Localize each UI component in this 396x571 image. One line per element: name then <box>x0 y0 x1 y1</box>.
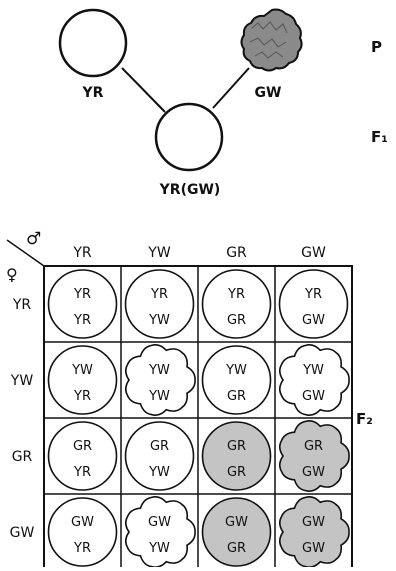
column-header: GW <box>301 245 326 261</box>
round-pea <box>201 345 272 415</box>
punnett-square: YRYRYRYWYRGRYRGWYWYRYWYWYWGRYWGWGRYRGRYW… <box>43 265 353 571</box>
row-header: GR <box>12 449 33 465</box>
generation-p-label: P <box>371 38 382 56</box>
pea-cell: GR YW <box>124 421 195 491</box>
left-parent-link <box>121 67 166 113</box>
pea-genotype-bottom: GR <box>227 541 246 556</box>
round-pea <box>47 497 118 567</box>
pea-cell: YW GR <box>201 345 272 415</box>
pea-genotype-top: YW <box>71 363 93 378</box>
pea-genotype-bottom: GW <box>302 389 325 404</box>
pea-genotype-bottom: YR <box>73 465 91 480</box>
pea-genotype-bottom: YW <box>148 541 170 556</box>
pea-genotype-top: GW <box>71 515 94 530</box>
parent-yr-label: YR <box>82 85 104 101</box>
pea-cell: YW YW <box>124 344 196 416</box>
parent-gw-pea <box>240 8 303 72</box>
pea-cell: YR YR <box>47 269 118 339</box>
f1-hybrid-label: YR(GW) <box>159 182 221 198</box>
pea-genotype-bottom: YW <box>148 465 170 480</box>
pea-genotype-top: YR <box>227 287 245 302</box>
pea-genotype-bottom: GW <box>302 313 325 328</box>
pea-cell: GR YR <box>47 421 118 491</box>
round-pea <box>124 269 195 339</box>
round-pea <box>47 345 118 415</box>
pea-genotype-bottom: GR <box>227 465 246 480</box>
pea-cell: GW YW <box>124 496 196 568</box>
parent-gw-texture <box>249 21 288 59</box>
wrinkled-pea <box>278 344 350 416</box>
pea-genotype-top: GR <box>227 439 246 454</box>
pea-genotype-bottom: GR <box>227 389 246 404</box>
pea-genotype-top: YR <box>150 287 168 302</box>
female-symbol: ♀ <box>6 265 18 284</box>
row-header: GW <box>10 525 35 541</box>
right-parent-link <box>212 67 250 109</box>
wrinkled-pea <box>124 496 196 568</box>
pea-genotype-top: GW <box>148 515 171 530</box>
pea-genotype-bottom: YR <box>73 313 91 328</box>
male-symbol: ♂ <box>26 229 41 249</box>
corner-diagonal <box>6 239 45 267</box>
column-header: YR <box>72 245 92 261</box>
pea-cell: YR GW <box>278 269 349 339</box>
round-pea <box>47 421 118 491</box>
f1-hybrid-pea <box>154 102 224 172</box>
pea-genotype-bottom: YR <box>73 389 91 404</box>
pea-cell: GW YR <box>47 497 118 567</box>
pea-cell: YR GR <box>201 269 272 339</box>
generation-f1-label: F₁ <box>371 128 388 146</box>
row-header: YW <box>10 373 34 389</box>
pea-genotype-top: GW <box>225 515 248 530</box>
pea-cell: GR GR <box>201 421 272 491</box>
pea-genotype-top: GR <box>150 439 169 454</box>
pea-genotype-bottom: YW <box>148 389 170 404</box>
pea-genotype-bottom: YW <box>148 313 170 328</box>
pea-genotype-top: YW <box>225 363 247 378</box>
column-header: GR <box>226 245 247 261</box>
punnett-header: ♂ ♀ YR YW GR GW YR YW GR GW <box>6 229 326 541</box>
generation-f2-label: F₂ <box>356 410 373 428</box>
round-pea <box>47 269 118 339</box>
pea-genotype-top: YW <box>148 363 170 378</box>
pea-genotype-top: GR <box>73 439 92 454</box>
pea-genotype-bottom: YR <box>73 541 91 556</box>
pea-genotype-top: GW <box>302 515 325 530</box>
pea-cell: GR GW <box>278 420 350 492</box>
column-header: YW <box>147 245 171 261</box>
pea-genotype-top: YR <box>304 287 322 302</box>
pea-cell: GW GR <box>201 497 272 567</box>
round-pea <box>201 269 272 339</box>
round-pea <box>201 421 272 491</box>
round-pea <box>278 269 349 339</box>
pea-cell: YR YW <box>124 269 195 339</box>
pea-cell: YW GW <box>278 344 350 416</box>
round-pea <box>124 421 195 491</box>
pea-genotype-top: GR <box>304 439 323 454</box>
pea-cell: GW GW <box>278 496 350 568</box>
wrinkled-pea <box>278 496 350 568</box>
parent-gw-label: GW <box>255 85 282 101</box>
row-header: YR <box>12 297 32 313</box>
wrinkled-pea <box>124 344 196 416</box>
parental-cross: YR GW YR(GW) P F₁ <box>58 8 388 198</box>
wrinkled-pea <box>278 420 350 492</box>
pea-genotype-top: YR <box>73 287 91 302</box>
pea-genotype-bottom: GW <box>302 465 325 480</box>
pea-genotype-top: YW <box>302 363 324 378</box>
pea-genotype-bottom: GW <box>302 541 325 556</box>
pea-cell: YW YR <box>47 345 118 415</box>
parent-yr-pea <box>58 8 128 78</box>
round-pea <box>201 497 272 567</box>
pea-genotype-bottom: GR <box>227 313 246 328</box>
